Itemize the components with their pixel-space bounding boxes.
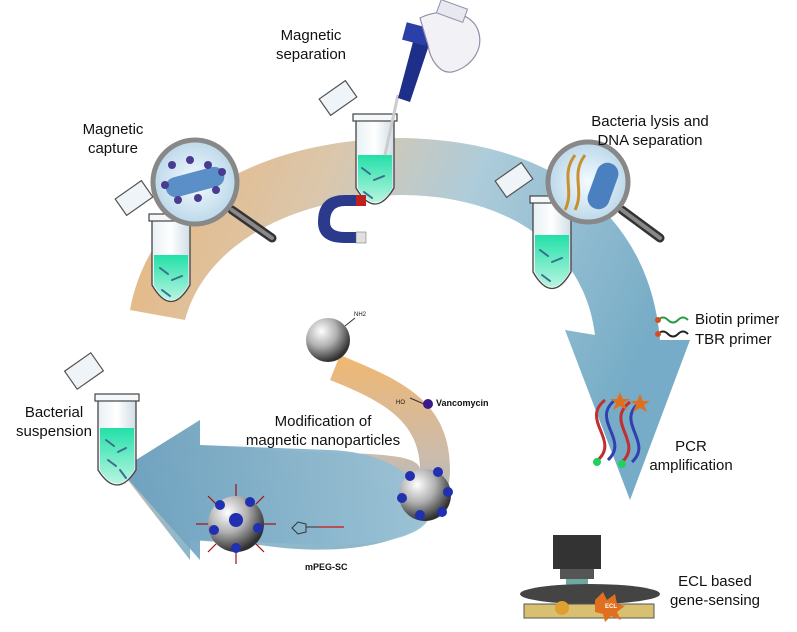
inner-spiral-arrow <box>120 355 450 560</box>
label-vancomycin: Vancomycin <box>436 398 489 408</box>
label-pcr: PCR amplification <box>636 437 746 475</box>
label-line: separation <box>275 46 347 63</box>
tube-bacterial-suspension <box>63 351 140 486</box>
label-line: amplification <box>649 457 733 474</box>
pcr-dna-strands <box>593 392 650 468</box>
label-biotin-primer: Biotin primer <box>695 311 780 328</box>
label-modification: Modification of magnetic nanoparticles <box>228 412 418 450</box>
label-line: DNA separation <box>597 132 703 149</box>
label-mpeg-sc: mPEG-SC <box>305 562 348 572</box>
label-ecl: ECL based gene-sensing <box>660 572 770 610</box>
pipette <box>383 0 481 156</box>
label-line: Magnetic <box>280 27 342 44</box>
label-line: gene-sensing <box>669 592 761 609</box>
label-ecl-badge: ECL <box>605 604 617 610</box>
magnifier-lysis <box>545 139 665 243</box>
label-line: ECL based <box>678 573 752 590</box>
label-bacterial-suspension: Bacterial suspension <box>4 403 104 441</box>
magnifier-capture <box>150 137 277 243</box>
label-line: Bacterial <box>24 404 84 421</box>
label-tbr-primer: TBR primer <box>695 331 772 348</box>
mpeg-structure <box>291 521 344 535</box>
nanoparticle-mpeg <box>196 484 276 564</box>
label-magnetic-capture: Magnetic capture <box>58 120 168 158</box>
label-line: Modification of <box>274 413 372 430</box>
label-line: capture <box>87 140 139 157</box>
ecl-instrument <box>520 535 660 622</box>
label-line: Magnetic <box>82 121 144 138</box>
label-line: magnetic nanoparticles <box>245 432 401 449</box>
primers <box>655 316 689 338</box>
label-nh2: NH2 <box>354 312 367 318</box>
tube-magnetic-capture <box>114 179 194 303</box>
nanoparticle-vancomycin <box>397 467 453 521</box>
label-cooh: HO <box>396 400 405 406</box>
label-line: Bacteria lysis and <box>591 113 709 130</box>
tube-magnetic-separation <box>318 79 398 244</box>
label-magnetic-separation: Magnetic separation <box>256 26 366 64</box>
nanoparticle-nh2 <box>306 317 356 362</box>
label-line: PCR <box>675 438 707 455</box>
label-bacteria-lysis: Bacteria lysis and DNA separation <box>570 112 730 150</box>
label-line: suspension <box>16 423 92 440</box>
vancomycin-tag <box>409 397 433 409</box>
